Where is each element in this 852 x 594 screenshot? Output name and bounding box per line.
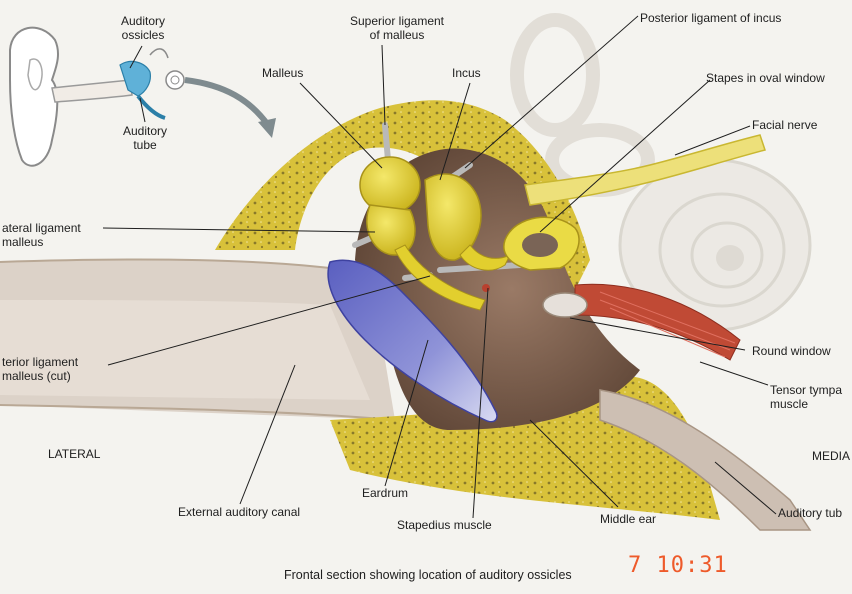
label-lateral: LATERAL bbox=[48, 447, 100, 461]
label-auditory-tube: Auditory tub bbox=[778, 506, 842, 520]
label-anterior-ligament-malleus: terior ligament malleus (cut) bbox=[2, 355, 78, 383]
round-window-shape bbox=[543, 293, 587, 317]
label-facial-nerve: Facial nerve bbox=[752, 118, 817, 132]
label-external-auditory-canal: External auditory canal bbox=[178, 505, 300, 519]
label-lateral-ligament-malleus: ateral ligament malleus bbox=[2, 221, 81, 249]
label-medial: MEDIA bbox=[812, 449, 850, 463]
label-eardrum: Eardrum bbox=[362, 486, 408, 500]
label-auditory-ossicles: Auditory ossicles bbox=[106, 14, 180, 42]
label-middle-ear: Middle ear bbox=[600, 512, 656, 526]
stapedius-muscle-shape bbox=[482, 284, 490, 292]
label-stapedius-muscle: Stapedius muscle bbox=[397, 518, 492, 532]
label-superior-ligament: Superior ligament of malleus bbox=[332, 14, 462, 42]
label-round-window: Round window bbox=[752, 344, 831, 358]
label-malleus: Malleus bbox=[262, 66, 303, 80]
label-stapes-oval-window: Stapes in oval window bbox=[706, 71, 825, 85]
label-incus: Incus bbox=[452, 66, 481, 80]
label-posterior-ligament-incus: Posterior ligament of incus bbox=[640, 11, 781, 25]
timestamp-overlay: 7 10:31 bbox=[628, 553, 728, 578]
figure-caption: Frontal section showing location of audi… bbox=[284, 568, 572, 582]
label-tensor-tympani: Tensor tympa muscle bbox=[770, 383, 842, 411]
label-auditory-tube-inset: Auditory tube bbox=[118, 124, 172, 152]
